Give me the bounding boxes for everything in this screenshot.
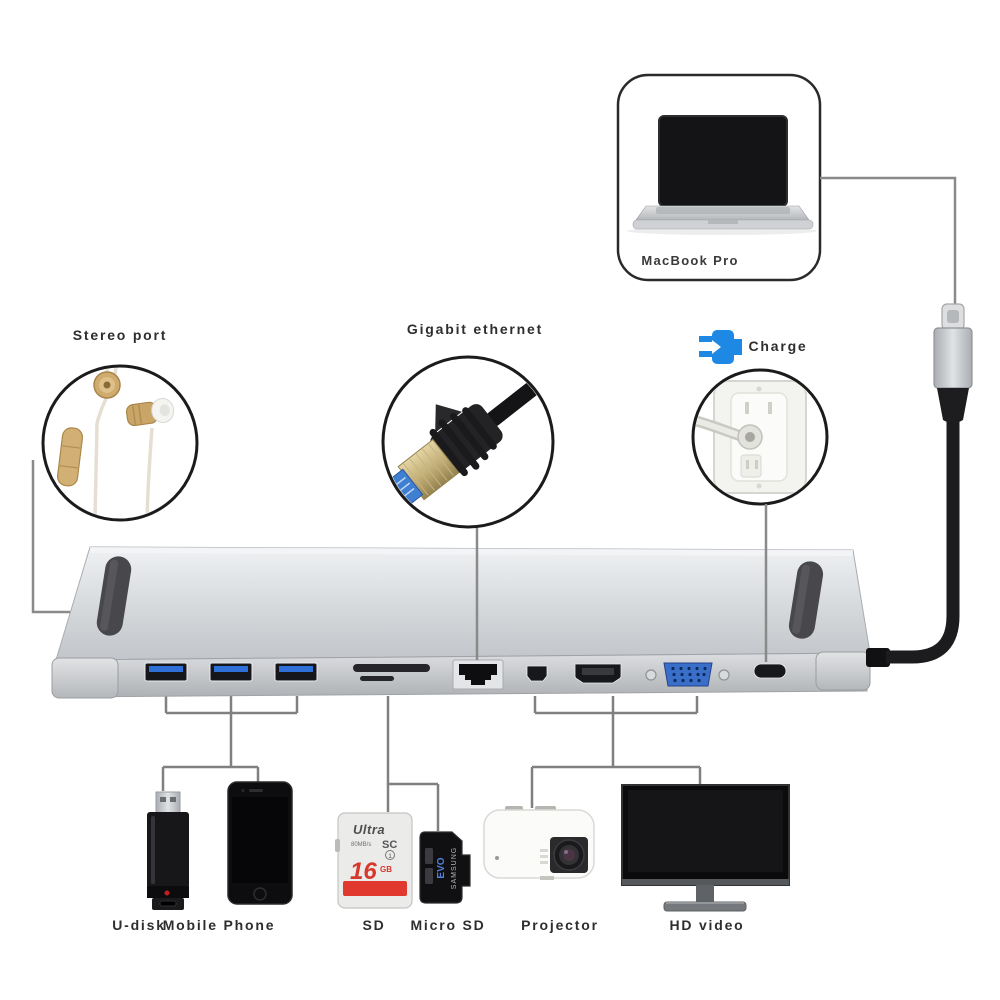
wall-charger-illustration — [695, 380, 807, 494]
usb-group-lines — [161, 696, 299, 791]
micro-sd-slot — [360, 676, 394, 681]
micro-sd-series-text: EVO — [436, 857, 447, 878]
earbuds-illustration — [56, 368, 175, 518]
usb-c-cable — [866, 303, 973, 667]
projector-label: Projector — [521, 917, 599, 933]
mobile-phone-label: Mobile Phone — [162, 917, 276, 933]
sd-card-illustration: Ultra 80MB/s SC 1 16 GB — [335, 812, 413, 909]
plug-icon — [699, 330, 742, 364]
projector-illustration — [483, 806, 595, 880]
gigabit-ethernet-label: Gigabit ethernet — [406, 321, 544, 337]
macbook-illustration — [627, 115, 817, 235]
usb-a-port-2 — [209, 662, 253, 682]
sd-brand-text: Ultra — [353, 822, 385, 837]
micro-sd-label: Micro SD — [410, 917, 486, 933]
hub-right-endcap — [815, 651, 871, 691]
sd-label: SD — [362, 917, 386, 933]
usb-c-plug — [933, 303, 973, 423]
udisk-illustration — [147, 791, 189, 910]
charge-callout — [691, 368, 829, 506]
rubber-strip-right — [788, 561, 824, 639]
macbook-box — [616, 73, 822, 282]
hdmi-port — [574, 663, 622, 684]
sd-type-logo: SC — [382, 839, 397, 851]
connector-lines-bottom — [161, 696, 702, 831]
mini-displayport — [526, 665, 548, 682]
udisk-label: U-disk — [112, 917, 166, 933]
stereo-pointer-line — [31, 460, 70, 614]
sd-speed-text: 80MB/s — [351, 842, 371, 848]
sd-capacity-text: 16 — [350, 858, 377, 885]
sd-capacity-unit: GB — [380, 865, 392, 874]
macbook-to-cable-line — [820, 176, 957, 304]
sd-group-lines — [386, 696, 440, 831]
stereo-callout — [41, 364, 199, 522]
ethernet-callout — [381, 355, 555, 529]
callout-pointer-lines — [31, 460, 768, 662]
video-group-lines — [530, 696, 702, 808]
hub-body — [51, 546, 871, 699]
usb-a-port-3 — [274, 662, 318, 682]
hub-left-endcap — [51, 657, 119, 699]
micro-sd-illustration: EVO SAMSUNG — [419, 831, 471, 904]
rubber-strip-left — [96, 556, 132, 636]
monitor-illustration — [621, 784, 790, 912]
charge-label: Charge — [748, 338, 808, 354]
ethernet-rj45-port — [452, 659, 504, 690]
sd-uhs-text: 1 — [388, 853, 392, 860]
stereo-port-label: Stereo port — [72, 327, 168, 343]
hd-video-label: HD video — [669, 917, 745, 933]
usb-a-port-1 — [144, 662, 188, 682]
macbook-pro-label: MacBook Pro — [641, 253, 739, 268]
usb-c-power-port — [753, 663, 787, 679]
phone-illustration — [227, 781, 293, 905]
micro-sd-brand-text: SAMSUNG — [451, 847, 458, 889]
vga-port — [645, 662, 730, 687]
earbud-remote — [56, 427, 84, 487]
sd-card-slot — [353, 664, 430, 672]
